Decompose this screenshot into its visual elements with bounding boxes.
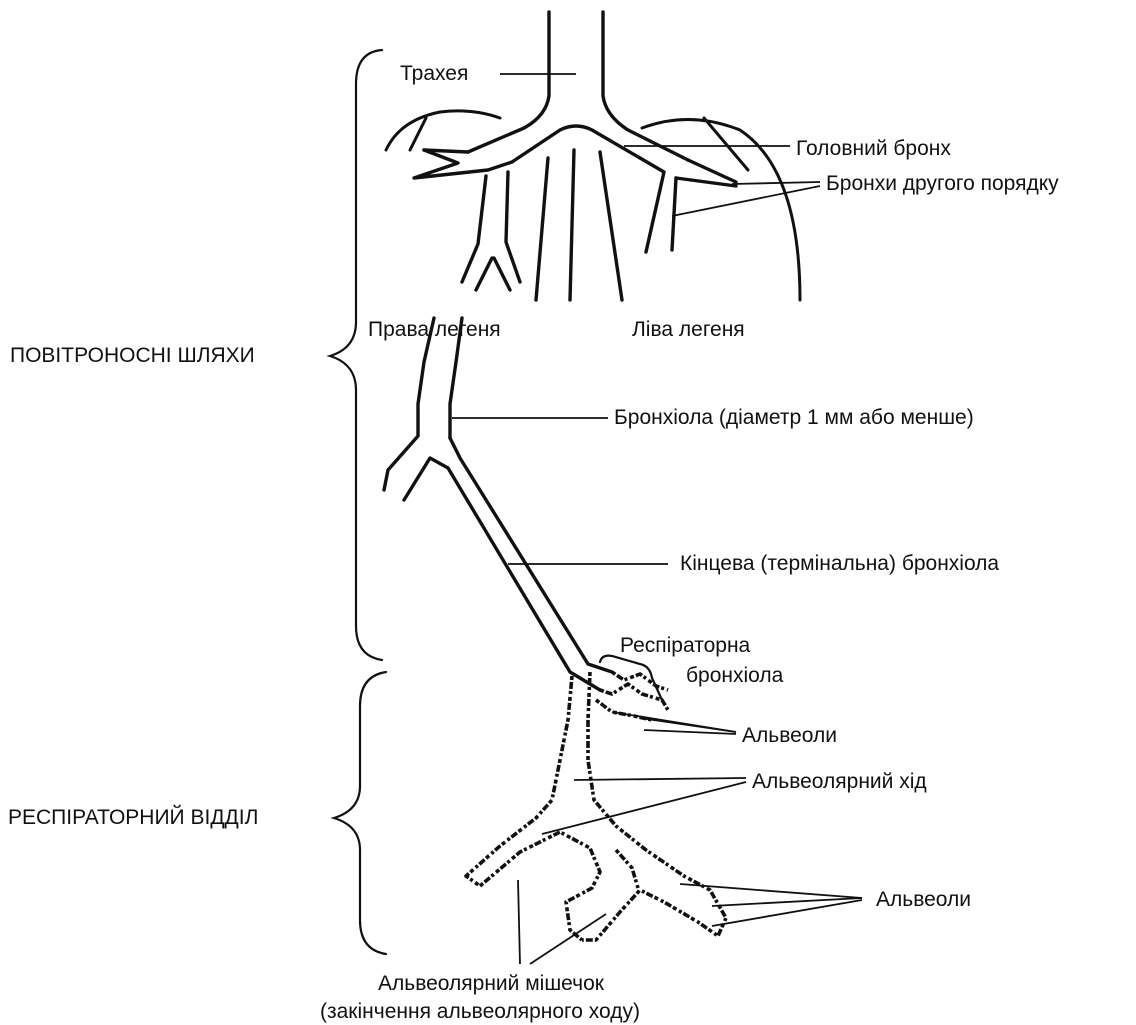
alveolar-sac-label-line1: Альвеолярний мішечок: [378, 972, 605, 995]
respiratory-zone-brace: [334, 672, 386, 954]
respiratory-zone-label: РЕСПІРАТОРНИЙ ВІДДІЛ: [8, 805, 258, 829]
trachea-label: Трахея: [400, 62, 468, 85]
alveolar-sac-label-line2: (закінчення альвеолярного ходу): [320, 1000, 640, 1023]
right-lung-label: Права легеня: [368, 318, 501, 341]
bronchiole-drawing: [384, 318, 612, 690]
conducting-zone-label: ПОВІТРОНОСНІ ШЛЯХИ: [10, 344, 255, 367]
left-lung-label: Ліва легеня: [632, 318, 745, 341]
main-bronchus-label: Головний бронх: [796, 137, 951, 160]
bronchial-tree-drawing: [386, 12, 800, 300]
alveoli-lower-label: Альвеоли: [876, 888, 971, 911]
conducting-zone-brace: [330, 50, 382, 660]
secondary-bronchi-label: Бронхи другого порядку: [826, 172, 1059, 195]
respiratory-bronchiole-label-line2: бронхіола: [686, 664, 784, 687]
bronchiole-label: Бронхіола (діаметр 1 мм або менше): [614, 406, 974, 429]
respiratory-bronchiole-label-line1: Респіраторна: [620, 634, 751, 657]
alveoli-upper-label: Альвеоли: [742, 724, 837, 747]
terminal-bronchiole-label: Кінцева (термінальна) бронхіола: [680, 552, 999, 575]
alveolar-duct-label: Альвеолярний хід: [752, 770, 927, 793]
alveolar-tree-drawing: [466, 672, 726, 940]
